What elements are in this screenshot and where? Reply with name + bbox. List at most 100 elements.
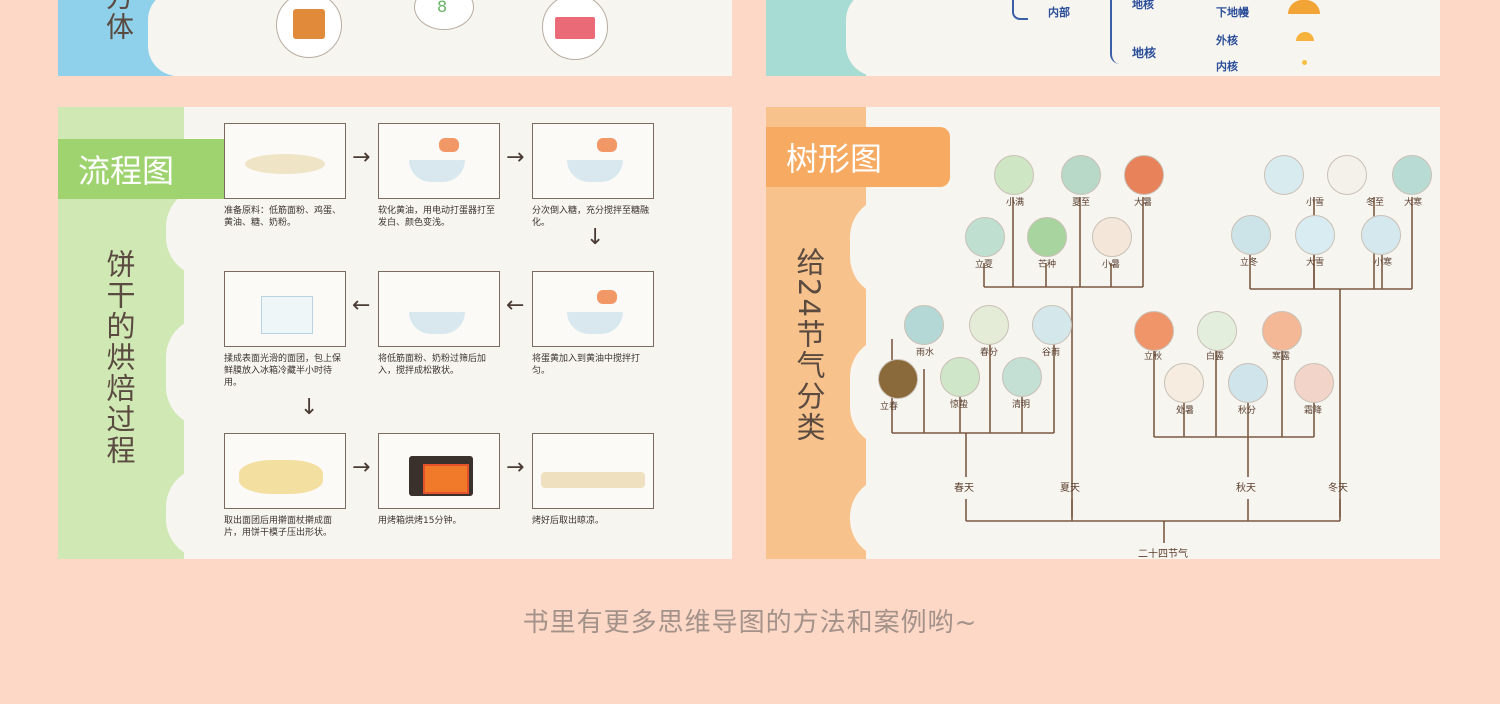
- arrow-2: →: [506, 145, 525, 170]
- step-2-caption: 软化黄油，用电动打蛋器打至发白、颜色变浅。: [378, 206, 496, 228]
- label-xiaoxue: 小雪: [1306, 198, 1325, 208]
- flow-panel: 流程图 饼干的烘焙过程 → → 准备原料：低筋面粉、鸡蛋、黄油、糖、奶粉。 软化…: [58, 107, 732, 559]
- tree-side-wave-1: [850, 197, 890, 297]
- label-dashu: 大暑: [1134, 198, 1153, 208]
- season-spring: 春天: [954, 483, 974, 494]
- tree-root-label: 二十四节气: [1138, 549, 1188, 559]
- arrow-3: ↓: [586, 225, 605, 250]
- label-outer-core: 外核: [1216, 34, 1238, 47]
- top-left-panel: 方体 8: [58, 0, 732, 76]
- label-jingzhe: 惊蛰: [950, 400, 969, 410]
- label-lichun: 立春: [880, 402, 899, 412]
- step-4-caption: 揉成表面光滑的面团，包上保鲜膜放入冰箱冷藏半小时待用。: [224, 354, 342, 388]
- step-9-box: [532, 433, 654, 509]
- node-xiazhi: [1061, 155, 1101, 195]
- outer-core-shape: [1296, 32, 1314, 41]
- step-6-caption: 将蛋黄加入到黄油中搅拌打匀。: [532, 354, 641, 376]
- step-2-box: [378, 123, 500, 199]
- label-lidong: 立冬: [1240, 258, 1259, 268]
- node-liqiu: [1134, 311, 1174, 351]
- label-liqiu: 立秋: [1144, 352, 1163, 362]
- label-qingming: 清明: [1012, 400, 1031, 410]
- label-qiufen: 秋分: [1238, 406, 1257, 416]
- label-xiaohan: 小寒: [1374, 258, 1393, 268]
- label-bailu: 白露: [1206, 352, 1225, 362]
- step-3-box: [532, 123, 654, 199]
- label-lixia: 立夏: [975, 260, 994, 270]
- node-dongzhi: [1327, 155, 1367, 195]
- node-xiaoxue: [1264, 155, 1304, 195]
- label-dongzhi: 冬至: [1366, 198, 1385, 208]
- step-7-box: [224, 433, 346, 509]
- flow-tag: 流程图: [58, 139, 250, 199]
- label-lower-mantle: 下地幔: [1216, 6, 1249, 19]
- oven-illustration: [409, 456, 473, 496]
- node-bailu: [1197, 311, 1237, 351]
- arrow-4: ←: [352, 293, 371, 318]
- spring-illustration: 8: [414, 0, 474, 30]
- label-dahan: 大寒: [1404, 198, 1423, 208]
- flow-side-title: 饼干的烘焙过程: [102, 249, 136, 466]
- brace-2: [1110, 0, 1124, 64]
- inner-core-shape: [1302, 60, 1307, 65]
- node-lidong: [1231, 215, 1271, 255]
- node-daxue: [1295, 215, 1335, 255]
- top-left-side-text: 方体: [102, 0, 135, 42]
- label-chunfen: 春分: [980, 348, 999, 358]
- node-dahan: [1392, 155, 1432, 195]
- label-inner-core: 内核: [1216, 60, 1238, 73]
- label-yushui: 雨水: [916, 348, 935, 358]
- node-jingzhe: [940, 357, 980, 397]
- node-lixia: [965, 217, 1005, 257]
- label-xiazhi: 夏至: [1072, 198, 1091, 208]
- season-autumn: 秋天: [1236, 483, 1256, 494]
- label-chushu: 处暑: [1176, 406, 1195, 416]
- step-9-caption: 烤好后取出晾凉。: [532, 516, 605, 526]
- node-qiufen: [1228, 363, 1268, 403]
- step-6-box: [532, 271, 654, 347]
- step-3-caption: 分次倒入糖，充分搅拌至糖融化。: [532, 206, 650, 228]
- label-xiaoman: 小满: [1006, 198, 1025, 208]
- arrow-8: →: [506, 455, 525, 480]
- node-guyu: [1032, 305, 1072, 345]
- label-core-2: 地核: [1132, 46, 1157, 60]
- cube-illustration: [276, 0, 342, 58]
- mantle-shape: [1288, 0, 1320, 14]
- node-hanlu: [1262, 311, 1302, 351]
- tree-tag: 树形图: [766, 127, 950, 187]
- node-yushui: [904, 305, 944, 345]
- top-right-panel: 内部 地核 地核 下地幔 外核 内核: [766, 0, 1440, 76]
- top-left-wave: [148, 0, 208, 76]
- node-qingming: [1002, 357, 1042, 397]
- label-daxue: 大雪: [1306, 258, 1325, 268]
- arrow-5: ←: [506, 293, 525, 318]
- node-dashu: [1124, 155, 1164, 195]
- node-xiaoman: [994, 155, 1034, 195]
- node-lichun: [878, 359, 918, 399]
- season-winter: 冬天: [1328, 483, 1348, 494]
- label-core-1: 地核: [1132, 0, 1154, 11]
- mixer-illustration: [409, 160, 465, 182]
- label-mangzhong: 芒种: [1038, 260, 1057, 270]
- step-8-caption: 用烤箱烘烤15分钟。: [378, 516, 462, 526]
- top-right-wave: [846, 0, 906, 76]
- step-5-box: [378, 271, 500, 347]
- node-shuangjiang: [1294, 363, 1334, 403]
- label-xiaoshu: 小暑: [1102, 260, 1121, 270]
- node-mangzhong: [1027, 217, 1067, 257]
- step-1-caption: 准备原料：低筋面粉、鸡蛋、黄油、糖、奶粉。: [224, 206, 342, 228]
- node-chushu: [1164, 363, 1204, 403]
- brace-1: [1012, 0, 1028, 20]
- step-7-caption: 取出面团后用擀面杖擀成面片，用饼干模子压出形状。: [224, 516, 333, 538]
- ingredients-illustration: [245, 154, 325, 174]
- node-xiaoshu: [1092, 217, 1132, 257]
- label-shuangjiang: 霜降: [1304, 406, 1323, 416]
- step-5-caption: 将低筋面粉、奶粉过筛后加入，搅拌成松散状。: [378, 354, 487, 376]
- label-guyu: 谷雨: [1042, 348, 1061, 358]
- step-1-box: [224, 123, 346, 199]
- tree-panel: 树形图 给24节气分类 小满 夏至 大暑 立夏 芒种 小暑 小雪 冬至 大寒 立…: [766, 107, 1440, 559]
- label-inner: 内部: [1048, 6, 1070, 19]
- arrow-7: →: [352, 455, 371, 480]
- tree-lines: [891, 197, 1413, 543]
- flow-side-wave-2: [166, 317, 206, 427]
